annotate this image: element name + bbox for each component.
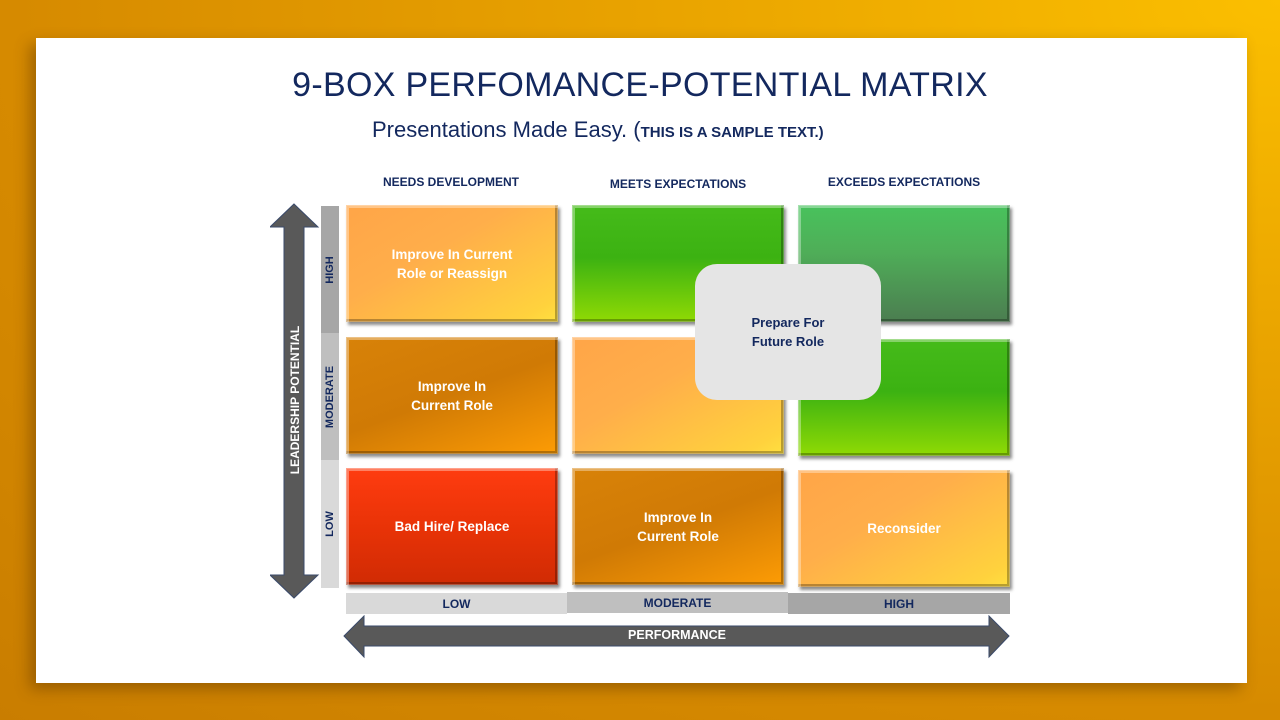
column-band-low: LOW xyxy=(346,593,567,614)
box-low-exceeds-expectations: Reconsider xyxy=(798,470,1010,587)
box-high-needs-development: Improve In Current Role or Reassign xyxy=(346,205,558,322)
row-band-moderate: MODERATE xyxy=(321,333,339,460)
callout-prepare-for-future-role: Prepare For Future Role xyxy=(695,264,881,400)
column-header-needs-development: NEEDS DEVELOPMENT xyxy=(382,175,520,189)
subtitle-sample-text: THIS IS A SAMPLE TEXT.) xyxy=(640,124,824,141)
subtitle-main: Presentations Made Easy. ( xyxy=(372,117,641,142)
box-moderate-needs-development: Improve In Current Role xyxy=(346,337,558,454)
row-band-low: LOW xyxy=(321,460,339,588)
row-band-high: HIGH xyxy=(321,206,339,333)
column-band-high: HIGH xyxy=(788,593,1010,614)
box-low-meets-expectations: Improve In Current Role xyxy=(572,468,784,585)
column-band-moderate: MODERATE xyxy=(567,592,788,613)
leadership-potential-arrow-icon xyxy=(270,203,320,599)
box-low-needs-development: Bad Hire/ Replace xyxy=(346,468,558,585)
performance-arrow-icon xyxy=(343,615,1010,659)
page-title: 9-BOX PERFOMANCE-POTENTIAL MATRIX xyxy=(292,66,988,104)
subtitle: Presentations Made Easy. (THIS IS A SAMP… xyxy=(372,117,824,143)
column-header-meets-expectations: MEETS EXPECTATIONS xyxy=(609,177,747,191)
column-header-exceeds-expectations: EXCEEDS EXPECTATIONS xyxy=(827,175,981,189)
performance-label: PERFORMANCE xyxy=(628,628,726,642)
